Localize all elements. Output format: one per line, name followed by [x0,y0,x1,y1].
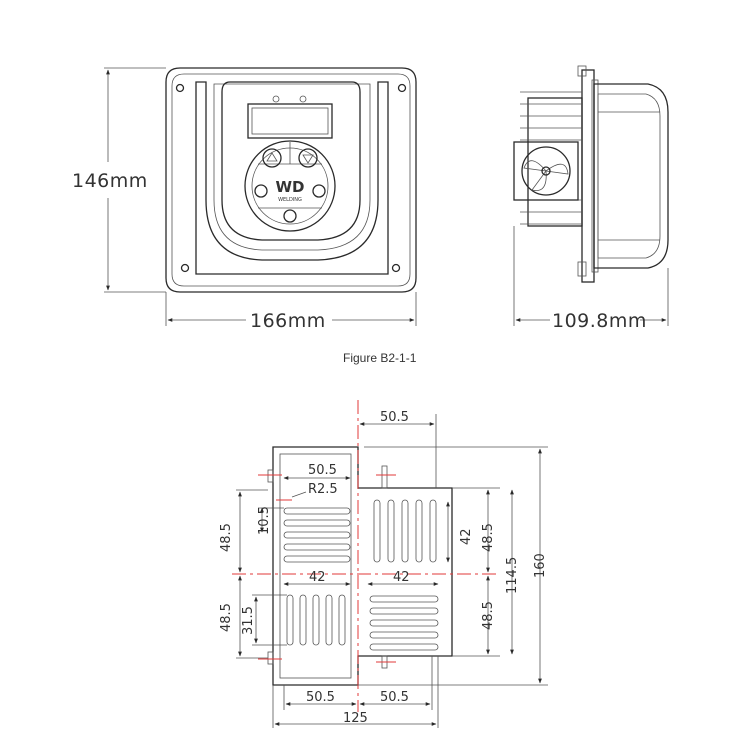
heatsink-fins [520,91,583,227]
side-view: 109.8mm [513,65,669,332]
screw-icon-bl [180,263,190,273]
dim-overall-width: 125 [343,711,368,726]
dim-right-inner-height: 42 [459,528,474,545]
screw-icon-tl [175,83,185,93]
dim-right-upper-height: 48.5 [481,523,496,552]
dim-overall-height: 160 [533,553,548,578]
keypad: WD WELDING [244,140,336,232]
dim-top-center-width: 50.5 [380,410,409,425]
slot-group-bottom-left [286,594,346,646]
dim-right-lower-height: 48.5 [481,601,496,630]
fan-icon [513,141,579,201]
depth-dimension-label: 109.8mm [552,310,647,332]
slot-group-top-left [283,507,351,563]
height-dimension-label: 146mm [72,170,148,192]
dim-left-slot-height: 31.5 [241,606,256,635]
logo-text: WD [276,178,305,196]
center-lines [232,400,498,712]
led-indicator-icon [272,95,280,103]
screw-icon-br [391,263,401,273]
dim-right-mid-height: 114.5 [505,557,520,594]
dim-left-lower-height: 48.5 [219,603,234,632]
right-key-button [312,184,326,198]
lcd-display [247,103,333,139]
up-arrow-button [262,148,282,168]
down-arrow-button [298,148,318,168]
dim-center-left-width: 42 [309,570,326,585]
led-indicator-icon [299,95,307,103]
dim-center-right-width: 42 [393,570,410,585]
slot-group-top-right [373,499,437,563]
dim-bottom-right-width: 50.5 [380,690,409,705]
front-view: WD WELDING 146mm 166mm [72,67,417,332]
screw-icon-tr [397,83,407,93]
dim-slot-pitch: 10.5 [257,506,272,535]
logo-subtext: WELDING [278,197,302,203]
mounting-cutout-drawing: 50.5 50.5 R2.5 10.5 48.5 48.5 31.5 42 42… [219,400,548,728]
slot-group-bottom-right [369,595,439,651]
figure-caption: Figure B2-1-1 [343,351,417,365]
dim-corner-radius: R2.5 [308,482,338,497]
dim-inner-top-width: 50.5 [308,463,337,478]
bottom-key-button [283,209,297,223]
dim-left-upper-height: 48.5 [219,523,234,552]
left-key-button [254,184,268,198]
dim-bottom-left-width: 50.5 [306,690,335,705]
width-dimension-label: 166mm [250,310,326,332]
